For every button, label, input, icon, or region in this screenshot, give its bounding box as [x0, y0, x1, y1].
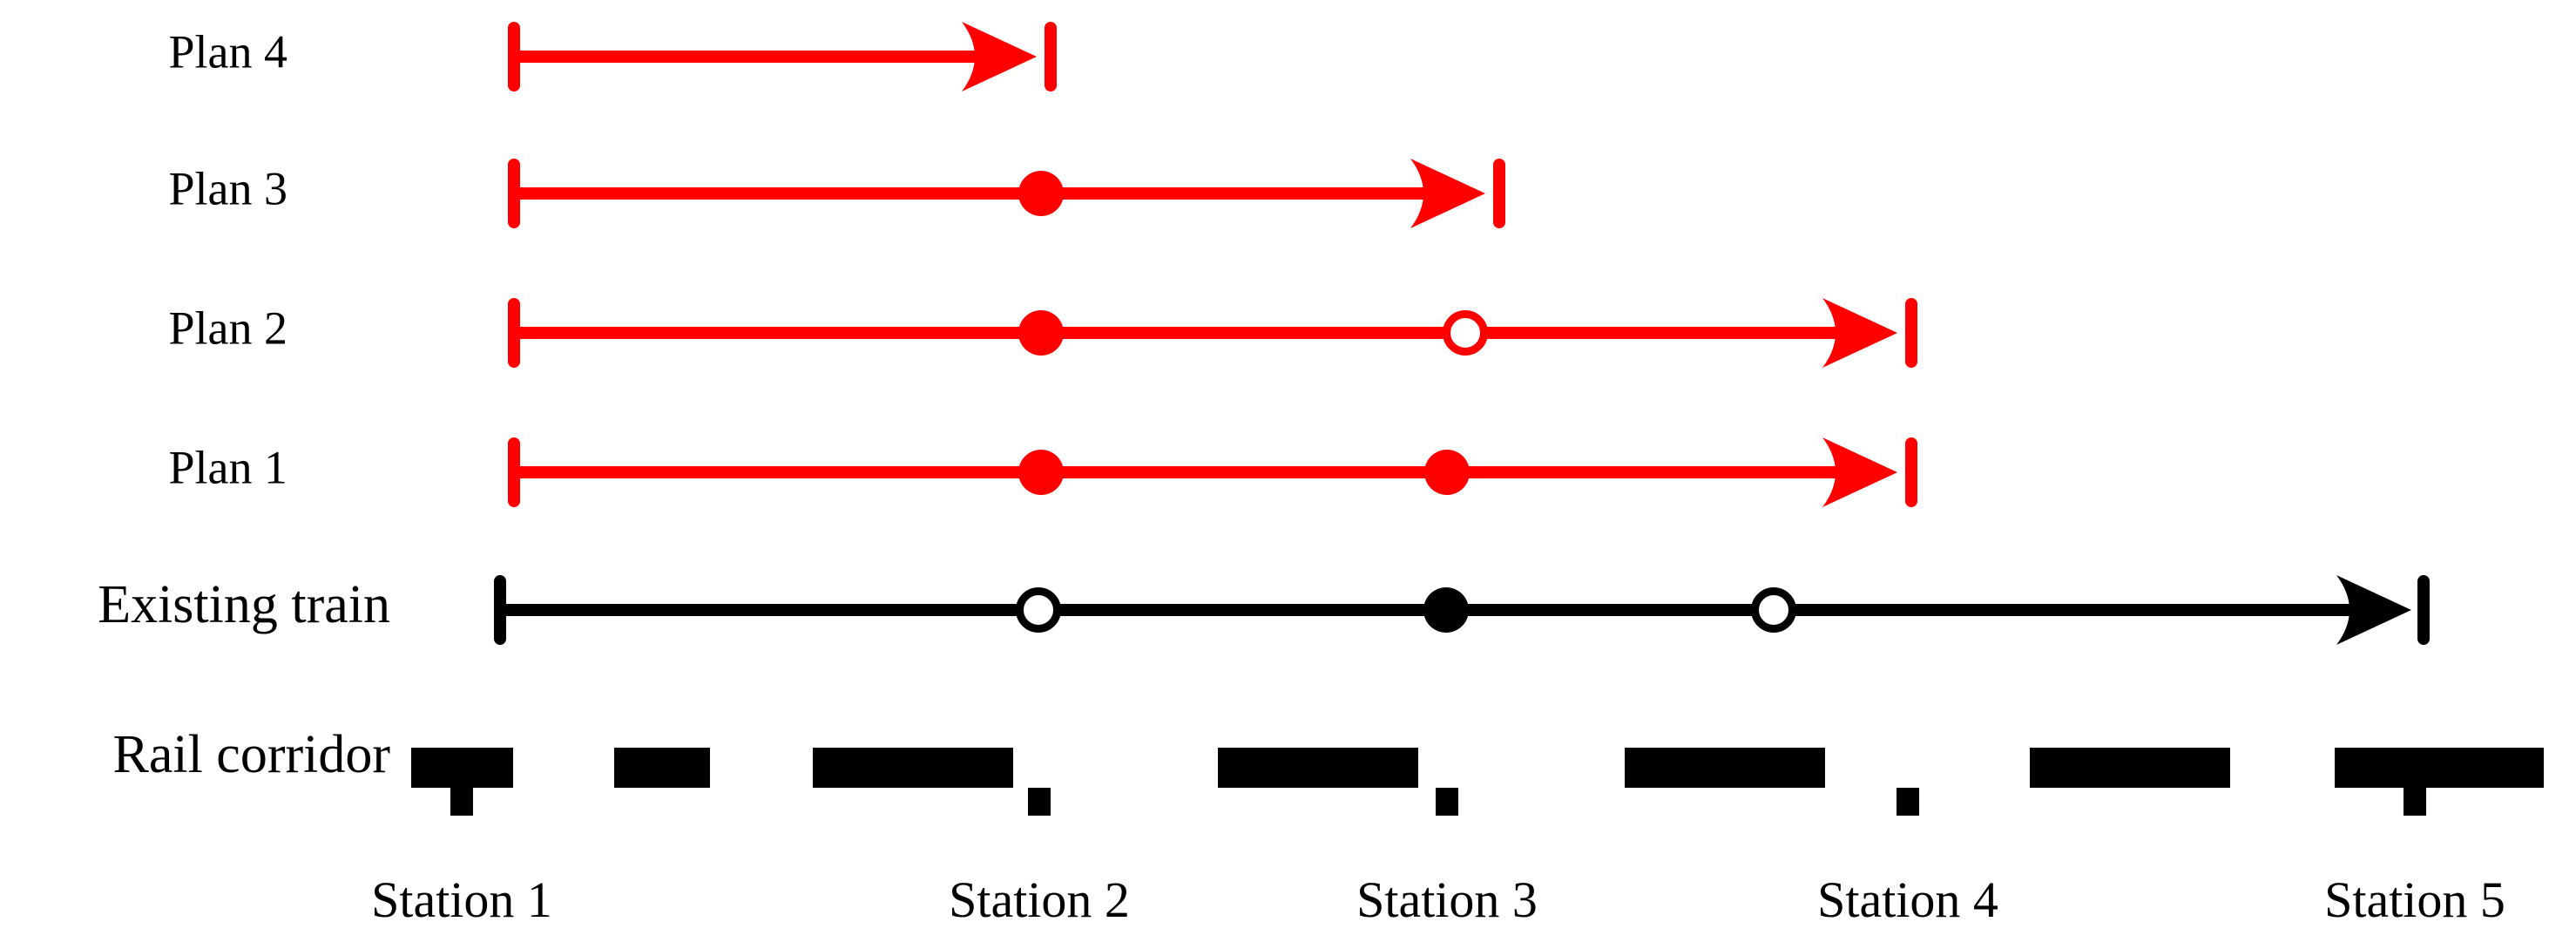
rail-corridor-segment-2 — [614, 748, 710, 788]
service-row-plan-4: Plan 4 — [168, 22, 1057, 91]
service-row-plan-3: Plan 3 — [168, 159, 1505, 228]
station-labels-layer: Station 1 Station 2 Station 3 Station 4 Stat… — [371, 871, 2505, 928]
rail-corridor-segment-6 — [2030, 748, 2230, 788]
rail-corridor-segment-7 — [2335, 748, 2544, 788]
direction-arrowhead-plan-3 — [1410, 159, 1485, 228]
stop-marker-filled-plan-3-station-2 — [1018, 171, 1064, 216]
service-rows-layer: Plan 4 Plan 3 Plan 2 Plan 1 Existing train — [98, 22, 2430, 645]
station-tick-3 — [1436, 788, 1458, 816]
station-tick-4 — [1897, 788, 1919, 816]
service-row-plan-2: Plan 2 — [168, 298, 1917, 368]
stop-marker-filled-existing-train-station-3 — [1423, 587, 1469, 633]
row-label-plan-1: Plan 1 — [168, 441, 287, 493]
stop-marker-filled-plan-1-station-3 — [1424, 450, 1470, 495]
stop-marker-filled-plan-1-station-2 — [1018, 450, 1064, 495]
row-label-plan-2: Plan 2 — [168, 302, 287, 354]
stop-marker-open-plan-2-station-3 — [1443, 310, 1488, 356]
station-label-station-5: Station 5 — [2324, 871, 2505, 928]
rail-corridor-segment-3 — [813, 748, 1013, 788]
direction-arrowhead-plan-4 — [962, 22, 1037, 91]
direction-arrowhead-plan-2 — [1822, 298, 1897, 368]
rail-corridor-layer: Rail corridor — [112, 725, 2544, 816]
row-label-plan-3: Plan 3 — [168, 162, 287, 214]
row-label-rail-corridor: Rail corridor — [112, 725, 390, 784]
service-row-plan-1: Plan 1 — [168, 437, 1917, 507]
rail-corridor-segment-5 — [1625, 748, 1825, 788]
stop-marker-open-existing-train-station-2 — [1016, 587, 1061, 633]
station-label-station-4: Station 4 — [1817, 871, 1998, 928]
station-tick-1 — [450, 788, 473, 816]
direction-arrowhead-plan-1 — [1822, 437, 1897, 507]
row-label-existing-train: Existing train — [98, 575, 390, 634]
stop-marker-filled-plan-2-station-2 — [1018, 310, 1064, 356]
station-tick-2 — [1028, 788, 1051, 816]
direction-arrowhead-existing-train — [2336, 575, 2411, 645]
stop-marker-open-existing-train-station-4 — [1751, 587, 1796, 633]
station-tick-5 — [2404, 788, 2426, 816]
service-row-existing-train: Existing train — [98, 575, 2430, 645]
rail-corridor-segment-4 — [1218, 748, 1418, 788]
row-label-plan-4: Plan 4 — [168, 25, 287, 78]
rail-corridor-segment-1 — [411, 748, 513, 788]
station-label-station-3: Station 3 — [1356, 871, 1538, 928]
station-label-station-2: Station 2 — [949, 871, 1130, 928]
station-label-station-1: Station 1 — [371, 871, 552, 928]
